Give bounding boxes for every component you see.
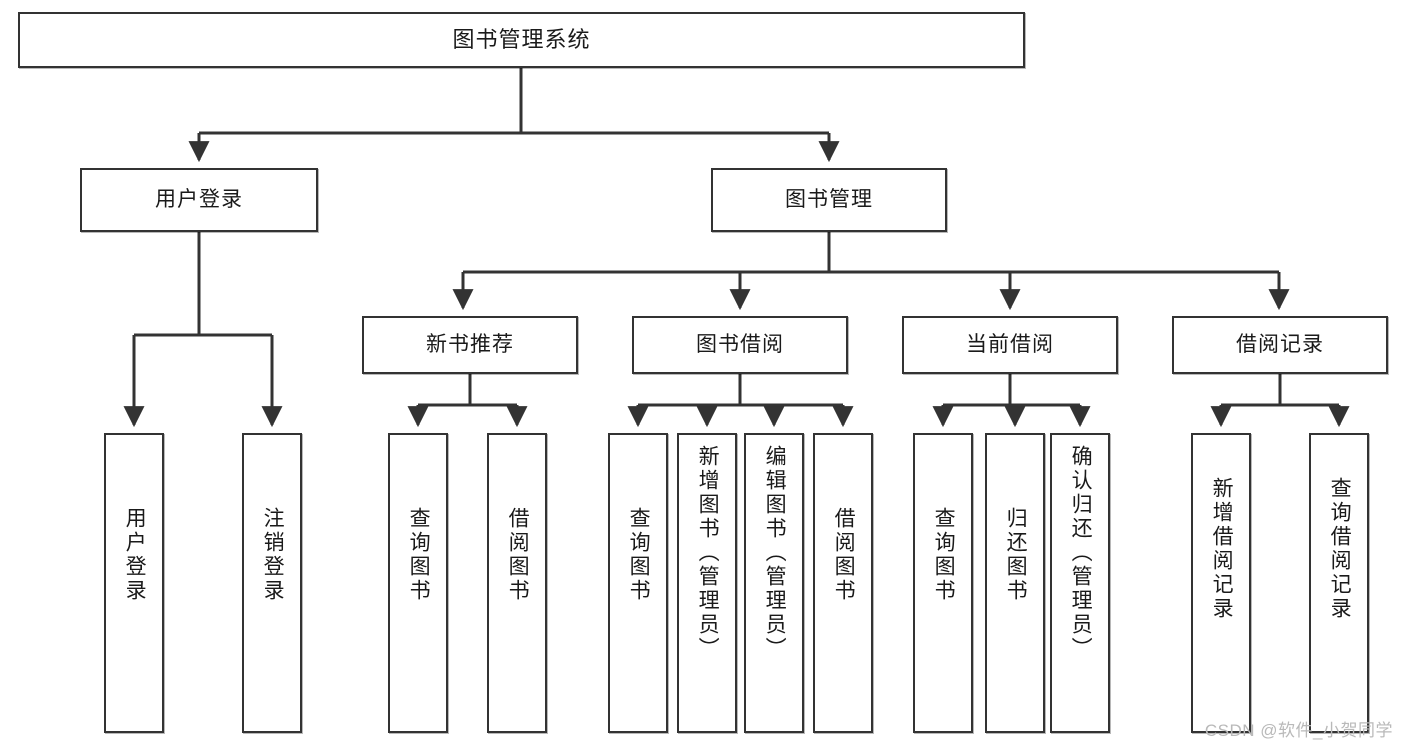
leaf-borrow-book[interactable]: 借阅图书: [813, 433, 873, 733]
node-book-borrow[interactable]: 图书借阅: [632, 316, 848, 374]
leaf-borrow-query-book[interactable]: 查询图书: [608, 433, 668, 733]
node-root-system[interactable]: 图书管理系统: [18, 12, 1025, 68]
leaf-query-borrow-record[interactable]: 查询借阅记录: [1309, 433, 1369, 733]
leaf-recommend-borrow-book[interactable]: 借阅图书: [487, 433, 547, 733]
node-borrow-record[interactable]: 借阅记录: [1172, 316, 1388, 374]
leaf-user-login[interactable]: 用户登录: [104, 433, 164, 733]
leaf-add-book-admin[interactable]: 新增图书（管理员）: [677, 433, 737, 733]
leaf-logout[interactable]: 注销登录: [242, 433, 302, 733]
node-current-borrow[interactable]: 当前借阅: [902, 316, 1118, 374]
leaf-edit-book-admin[interactable]: 编辑图书（管理员）: [744, 433, 804, 733]
node-user-login[interactable]: 用户登录: [80, 168, 318, 232]
leaf-add-borrow-record[interactable]: 新增借阅记录: [1191, 433, 1251, 733]
leaf-recommend-query-book[interactable]: 查询图书: [388, 433, 448, 733]
node-book-management[interactable]: 图书管理: [711, 168, 947, 232]
leaf-current-query-book[interactable]: 查询图书: [913, 433, 973, 733]
node-new-book-recommend[interactable]: 新书推荐: [362, 316, 578, 374]
leaf-return-book[interactable]: 归还图书: [985, 433, 1045, 733]
leaf-confirm-return-admin[interactable]: 确认归还（管理员）: [1050, 433, 1110, 733]
csdn-watermark: CSDN @软件_小贺同学: [1204, 721, 1393, 740]
